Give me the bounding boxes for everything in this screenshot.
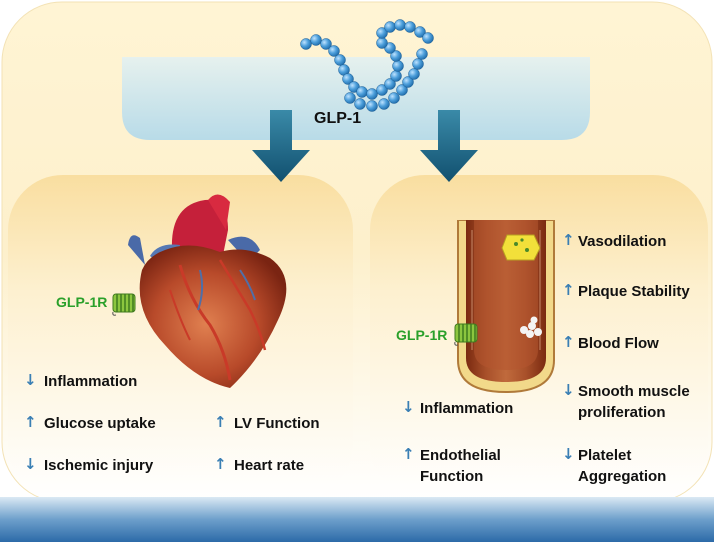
peptide-bead — [388, 92, 400, 104]
down-arrow-icon: ↓ — [24, 455, 37, 473]
up-arrow-icon: ↑ — [402, 445, 415, 463]
glp1r-receptor-icon — [112, 293, 136, 316]
peptide-bead — [376, 84, 388, 96]
vessel-effect-label: Smooth muscle proliferation — [578, 383, 690, 421]
heart-effect-label: Glucose uptake — [44, 415, 156, 432]
glp1r-receptor-icon — [454, 323, 478, 346]
peptide-bead — [378, 98, 390, 110]
peptide-bead — [396, 84, 408, 96]
heart-illustration — [128, 194, 287, 388]
down-arrow-icon: ↓ — [24, 371, 37, 389]
peptide-bead — [412, 58, 424, 70]
heart-effect-label: Inflammation — [44, 373, 138, 390]
up-arrow-icon: ↑ — [562, 333, 575, 351]
peptide-bead — [344, 92, 356, 104]
peptide-bead — [354, 98, 366, 110]
peptide-bead — [384, 21, 396, 33]
heart-effect-label: LV Function — [234, 415, 320, 432]
peptide-bead — [404, 21, 416, 33]
peptide-bead — [310, 34, 322, 46]
vessel-effect-label: Inflammation — [420, 400, 514, 417]
heart-effect-label: Heart rate — [234, 457, 305, 474]
peptide-bead — [408, 68, 420, 80]
vessel-effect-label: Plaque Stability — [578, 283, 690, 300]
peptide-bead — [342, 73, 354, 85]
peptide-bead — [390, 50, 402, 62]
peptide-bead — [402, 76, 414, 88]
glp1-peptide-chain — [300, 19, 434, 112]
up-arrow-icon: ↑ — [562, 281, 575, 299]
up-arrow-icon: ↑ — [24, 413, 37, 431]
glp1-label: GLP-1 — [314, 110, 362, 127]
peptide-bead — [390, 70, 402, 82]
up-arrow-icon: ↑ — [214, 455, 227, 473]
peptide-bead — [392, 60, 404, 72]
down-arrow-icon: ↓ — [562, 445, 575, 463]
peptide-bead — [394, 19, 406, 31]
peptide-bead — [328, 45, 340, 57]
blood-vessel-illustration — [457, 220, 555, 394]
peptide-bead — [320, 38, 332, 50]
peptide-bead — [334, 54, 346, 66]
vessel-effect-label: Vasodilation — [578, 233, 667, 250]
peptide-bead — [422, 32, 434, 44]
peptide-bead — [384, 78, 396, 90]
peptide-bead — [366, 88, 378, 100]
vessel-effect-label: Platelet Aggregation — [578, 447, 667, 485]
peptide-bead — [300, 38, 312, 50]
peptide-bead — [366, 100, 378, 112]
peptide-bead — [414, 26, 426, 38]
up-arrow-icon: ↑ — [562, 231, 575, 249]
peptide-bead — [416, 48, 428, 60]
peptide-bead — [376, 27, 388, 39]
up-arrow-icon: ↑ — [214, 413, 227, 431]
peptide-bead — [376, 37, 388, 49]
heart-effect-label: Ischemic injury — [44, 457, 154, 474]
vessel-receptor-label: GLP-1R — [396, 327, 448, 343]
peptide-bead — [356, 86, 368, 98]
down-arrow-icon: ↓ — [562, 381, 575, 399]
down-arrow-icon: ↓ — [402, 398, 415, 416]
heart-receptor-label: GLP-1R — [56, 294, 108, 310]
vessel-effect-label: Blood Flow — [578, 335, 659, 352]
vessel-effect-label: Endothelial Function — [420, 447, 501, 485]
